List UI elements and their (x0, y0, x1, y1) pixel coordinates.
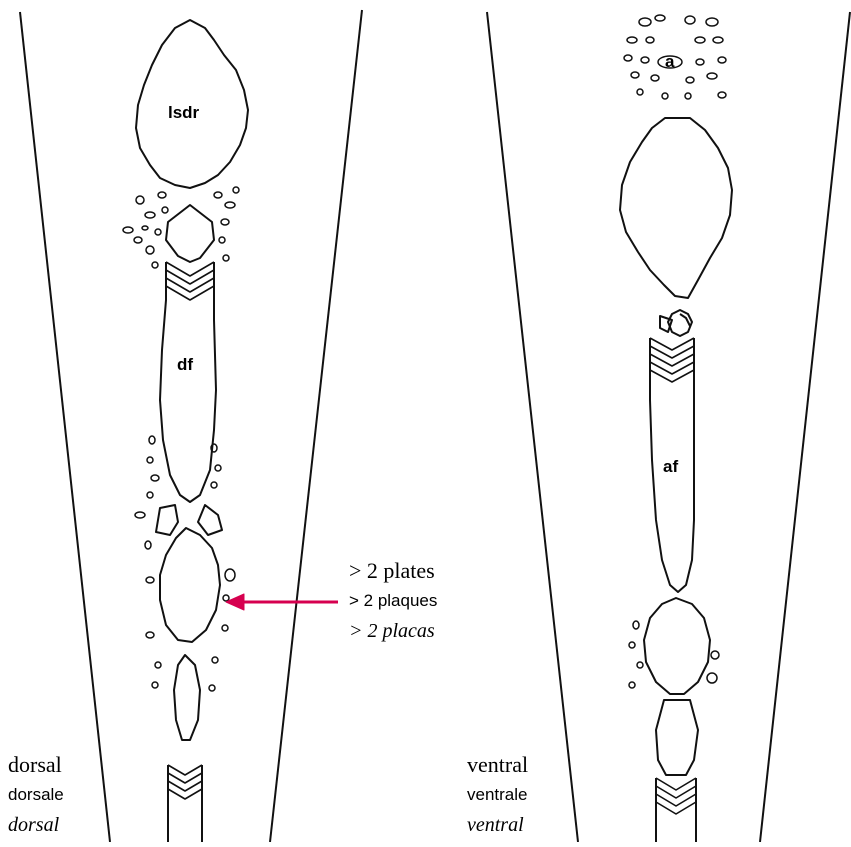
dorsal-oval-plate (160, 528, 220, 642)
label-af: af (663, 457, 678, 477)
dorsal-caption-fr: dorsale (8, 780, 64, 810)
dorsal-caption-es: dorsal (8, 810, 64, 840)
ventral-knot-right (660, 314, 690, 332)
dorsal-small-plate-right (198, 505, 222, 535)
callout-en: > 2 plates (349, 556, 437, 586)
dorsal-lower-scales (145, 541, 235, 691)
ventral-caption-en: ventral (467, 750, 528, 780)
ventral-lower-lobe (656, 700, 698, 775)
label-lsdr: lsdr (168, 103, 199, 123)
ventral-bottom-chevrons (656, 778, 696, 814)
ventral-top-scales (624, 15, 726, 99)
label-df: df (177, 355, 193, 375)
dorsal-caption-en: dorsal (8, 750, 64, 780)
dorsal-chevrons (166, 262, 214, 300)
dorsal-left-edge (20, 12, 110, 842)
ventral-chevrons (650, 338, 694, 382)
dorsal-right-edge (270, 10, 362, 842)
ventral-large-plate (620, 118, 732, 298)
dorsal-knot (166, 205, 214, 262)
dorsal-small-plate-left (156, 505, 178, 535)
label-a: a (665, 52, 674, 72)
ventral-left-edge (487, 12, 578, 842)
ventral-caption: ventral ventrale ventral (467, 750, 528, 840)
ventral-right-edge (760, 12, 850, 842)
dorsal-upper-scales (123, 187, 239, 268)
callout-es: > 2 placas (349, 616, 437, 646)
dorsal-bottom-chevrons (168, 765, 202, 799)
ventral-side-scales (629, 621, 719, 688)
ventral-oval-plate (644, 598, 710, 694)
dorsal-caption: dorsal dorsale dorsal (8, 750, 64, 840)
callout-text: > 2 plates > 2 plaques > 2 placas (349, 556, 437, 646)
ventral-caption-es: ventral (467, 810, 528, 840)
dorsal-lower-lobe (174, 655, 200, 740)
callout-fr: > 2 plaques (349, 586, 437, 616)
ventral-caption-fr: ventrale (467, 780, 528, 810)
